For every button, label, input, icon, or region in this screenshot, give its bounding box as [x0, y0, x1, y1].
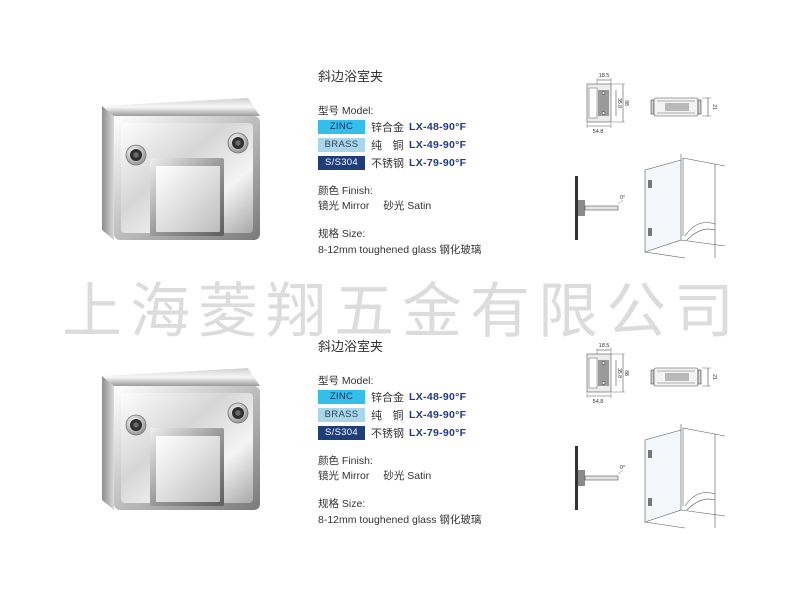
dimension-top-width: 18.5 [599, 73, 610, 79]
size-value: 8-12mm toughened glass 钢化玻璃 [318, 514, 482, 526]
side-view-drawing [650, 367, 711, 387]
technical-drawings: 18.5 54.8 35.8 88 21 0° [575, 73, 726, 259]
clamp-left-face [102, 106, 114, 240]
material-badge-zinc: ZINC [318, 120, 365, 134]
dimension-top-width: 18.5 [599, 343, 610, 349]
product-block: 斜边浴室夹 型号 Model: ZINC 锌合金 LX-48-90°F BRAS… [0, 0, 800, 270]
product-photo [102, 98, 260, 240]
model-label: 型号 Model: [318, 375, 374, 387]
dimension-depth: 21 [711, 374, 717, 380]
model-code: LX-48-90°F [409, 391, 467, 403]
model-code: LX-79-90°F [409, 427, 467, 439]
clamp-top-face [102, 368, 260, 386]
material-badge-ss304: S/S304 [318, 156, 365, 170]
material-badge-ss304: S/S304 [318, 426, 365, 440]
screw-hole-left [125, 144, 147, 166]
finish-values: 镜光 Mirror 砂光 Satin [318, 468, 431, 483]
material-name-cn: 不锈钢 [371, 157, 404, 170]
material-name-cn: 锌合金 [371, 121, 404, 134]
model-label: 型号 Model: [318, 105, 374, 117]
dimension-height: 88 [623, 370, 629, 376]
model-row-brass: BRASS 纯 铜 LX-49-90°F [318, 138, 466, 152]
model-row-zinc: ZINC 锌合金 LX-48-90°F [318, 120, 466, 134]
finish-values: 镜光 Mirror 砂光 Satin [318, 198, 431, 213]
dimension-bottom-width: 54.8 [593, 129, 604, 135]
finish-label: 颜色 Finish: [318, 455, 373, 467]
glass-clamp-block-face [156, 166, 220, 232]
clamp-left-face [102, 376, 114, 510]
model-code: LX-79-90°F [409, 157, 467, 169]
size-label: 规格 Size: [318, 498, 366, 510]
material-name-cn: 锌合金 [371, 391, 404, 404]
glass-clamp-block-face [156, 436, 220, 502]
angle-label: 0° [620, 195, 625, 201]
screw-hole-right [227, 402, 249, 424]
installation-side-drawing [575, 176, 624, 240]
shower-installation-perspective [644, 154, 726, 259]
product-title: 斜边浴室夹 [318, 339, 384, 354]
dimension-inner-height: 35.8 [616, 368, 622, 378]
finish-satin: 砂光 Satin [383, 200, 432, 212]
screw-hole-right [227, 132, 249, 154]
model-row-ss304: S/S304 不锈钢 LX-79-90°F [318, 156, 466, 170]
model-code: LX-48-90°F [409, 121, 467, 133]
finish-satin: 砂光 Satin [383, 470, 432, 482]
front-view-drawing [586, 78, 625, 128]
clamp-top-face [102, 98, 260, 116]
model-code: LX-49-90°F [409, 139, 467, 151]
size-label: 规格 Size: [318, 228, 366, 240]
installation-side-drawing [575, 446, 624, 510]
angle-label: 0° [620, 465, 625, 471]
product-title: 斜边浴室夹 [318, 69, 384, 84]
model-code: LX-49-90°F [409, 409, 467, 421]
material-badge-zinc: ZINC [318, 390, 365, 404]
finish-label: 颜色 Finish: [318, 185, 373, 197]
material-name-cn: 纯 铜 [371, 139, 404, 152]
material-name-cn: 纯 铜 [371, 409, 404, 422]
material-name-cn: 不锈钢 [371, 427, 404, 440]
product-photo [102, 368, 260, 510]
model-row-ss304: S/S304 不锈钢 LX-79-90°F [318, 426, 466, 440]
front-view-drawing [586, 348, 625, 398]
technical-drawings: 18.5 54.8 35.8 88 21 0° [575, 343, 726, 529]
product-block: 斜边浴室夹 型号 Model: ZINC 锌合金 LX-48-90°F BRAS… [0, 270, 800, 540]
side-view-drawing [650, 97, 711, 117]
finish-mirror: 镜光 Mirror [318, 470, 370, 482]
dimension-height: 88 [623, 100, 629, 106]
size-value: 8-12mm toughened glass 钢化玻璃 [318, 244, 482, 256]
model-row-zinc: ZINC 锌合金 LX-48-90°F [318, 390, 466, 404]
dimension-inner-height: 35.8 [616, 98, 622, 108]
company-watermark: 上海菱翔五金有限公司 [62, 277, 742, 347]
shower-installation-perspective [644, 424, 726, 529]
finish-mirror: 镜光 Mirror [318, 200, 370, 212]
model-row-brass: BRASS 纯 铜 LX-49-90°F [318, 408, 466, 422]
dimension-depth: 21 [711, 104, 717, 110]
screw-hole-left [125, 414, 147, 436]
dimension-bottom-width: 54.8 [593, 399, 604, 405]
material-badge-brass: BRASS [318, 138, 365, 152]
material-badge-brass: BRASS [318, 408, 365, 422]
